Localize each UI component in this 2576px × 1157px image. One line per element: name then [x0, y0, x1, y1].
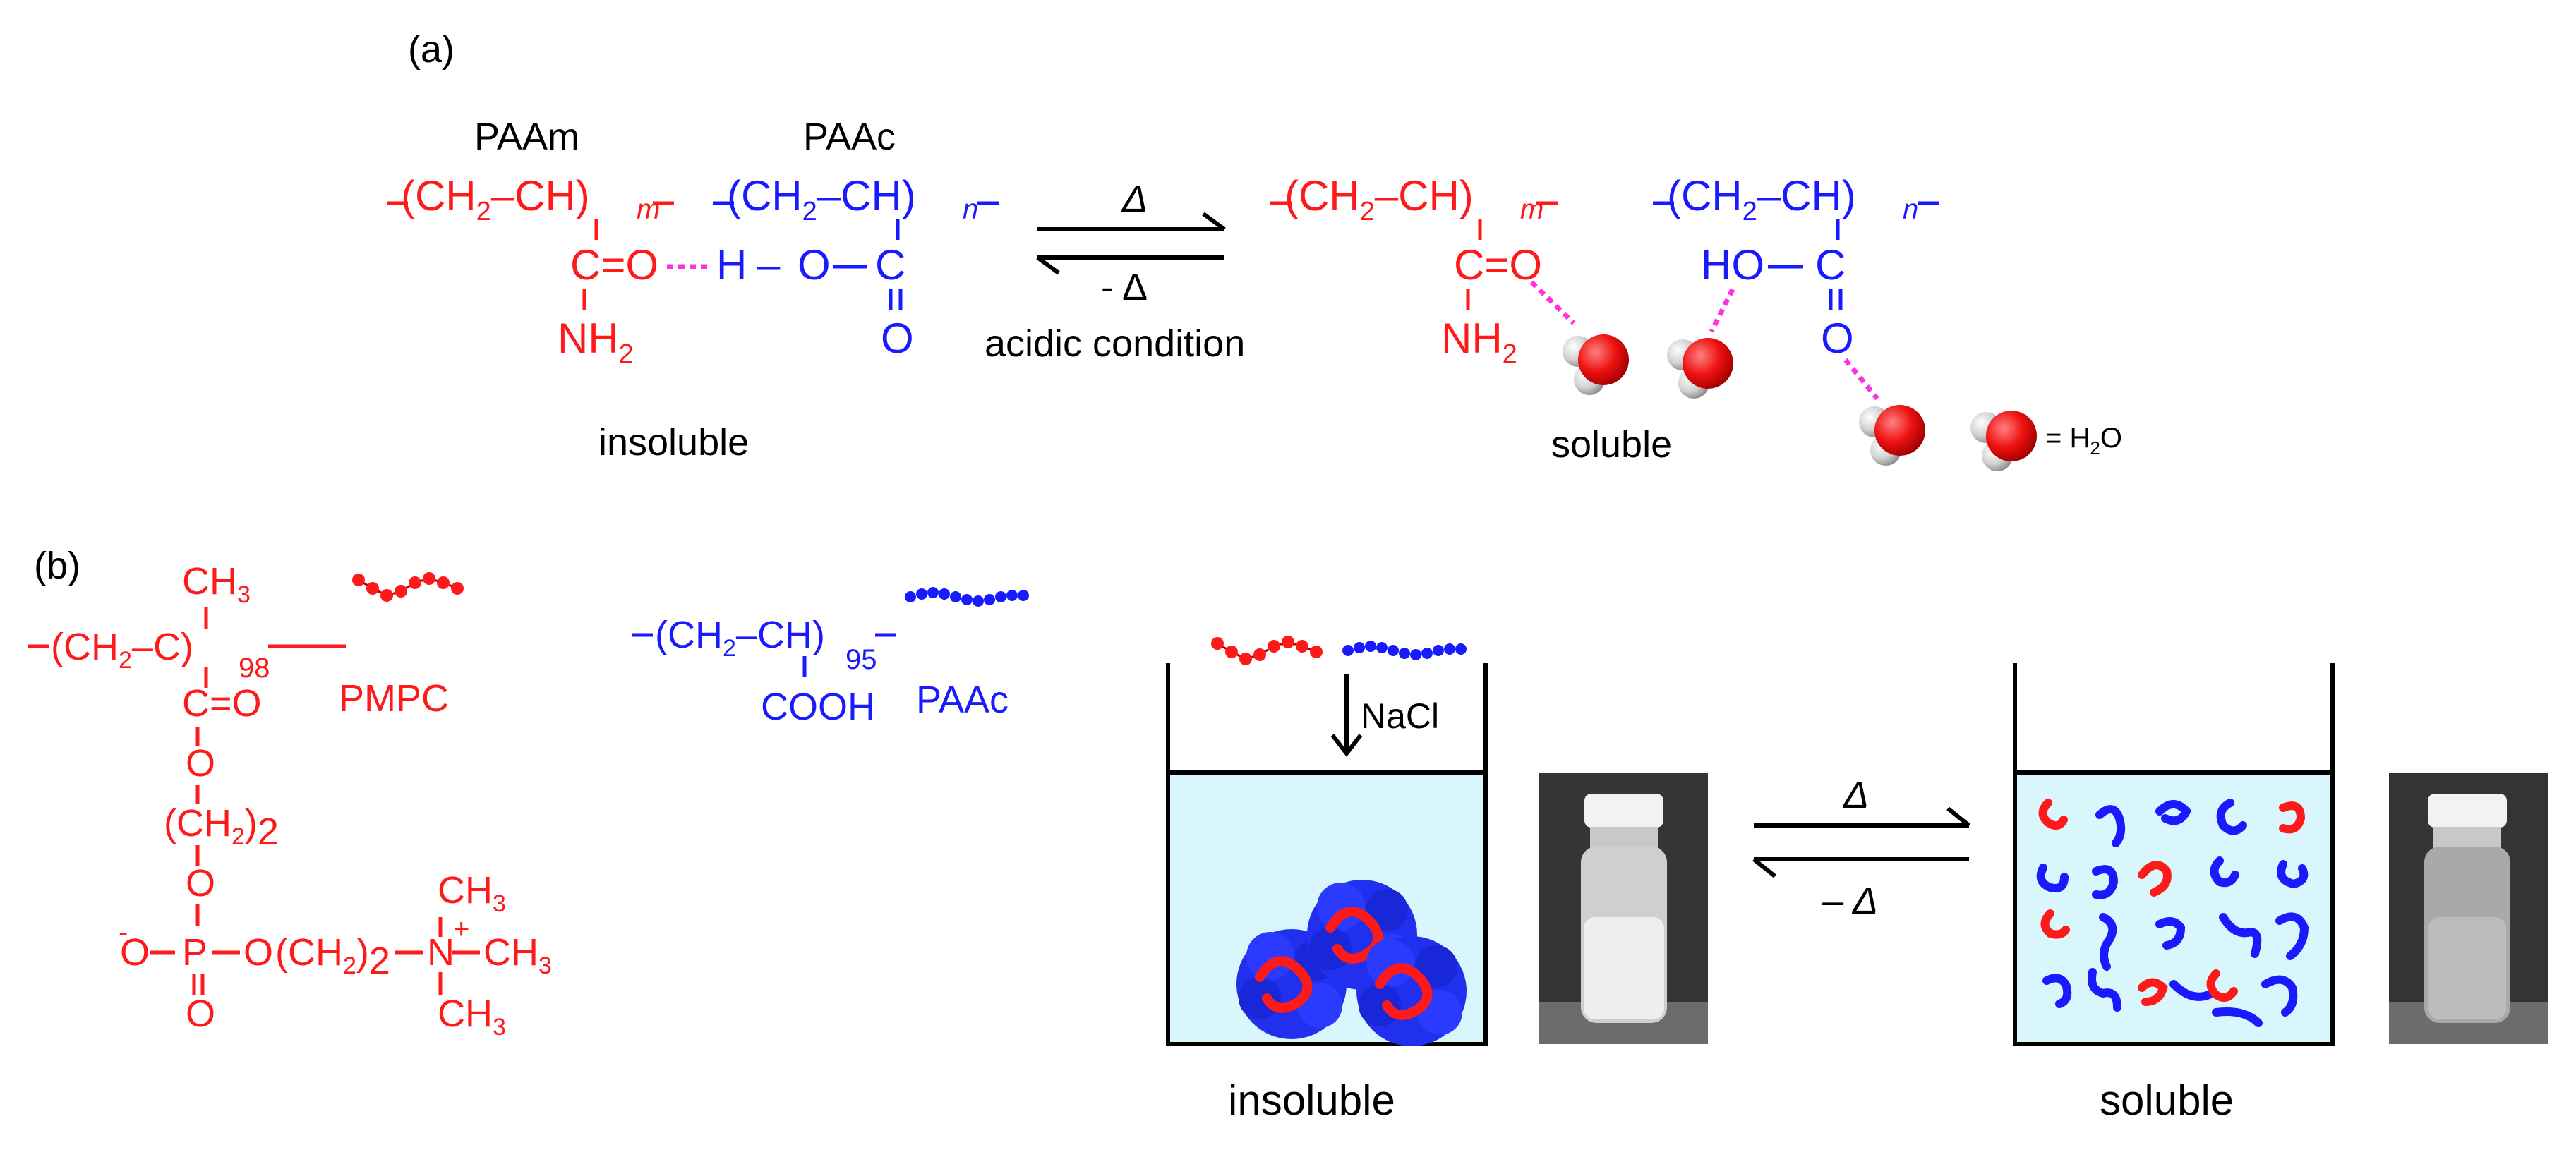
svg-text:n: n	[1903, 194, 1918, 225]
pmpc-structure: CH3 (CH2–C) 98 C=O O (CH2)2 O O - P O O …	[28, 560, 552, 1041]
paac-chain-falling	[1342, 641, 1467, 660]
svg-text:O: O	[881, 315, 914, 362]
svg-text:(CH2)2: (CH2)2	[164, 802, 279, 853]
state-insoluble-a: insoluble	[598, 421, 749, 464]
svg-text:+: +	[453, 914, 469, 945]
paam-structure-right: (CH2–CH) m C=O NH2	[1270, 172, 1558, 369]
hydrogen-bond-water-3	[1843, 358, 1879, 401]
svg-text:O: O	[243, 931, 273, 974]
panel-b-label: (b)	[34, 545, 80, 587]
state-soluble-b: soluble	[2100, 1077, 2234, 1124]
svg-text:CH3: CH3	[483, 931, 552, 979]
svg-text:C: C	[875, 241, 905, 289]
water-molecule	[1859, 405, 1925, 466]
svg-text:n: n	[963, 194, 978, 225]
svg-text:C: C	[1815, 241, 1846, 289]
svg-text:CH3: CH3	[438, 993, 506, 1041]
paam-label: PAAm	[474, 116, 579, 158]
svg-text:m: m	[637, 194, 660, 225]
svg-text:O: O	[798, 241, 831, 289]
svg-text:m: m	[1520, 194, 1543, 225]
equilibrium-arrows-b	[1752, 806, 1970, 878]
svg-text:O: O	[1821, 315, 1854, 362]
paac-chain-icon	[905, 587, 1029, 607]
hydrogen-bond-water-1	[1529, 280, 1576, 325]
polymer-aggregate	[1356, 936, 1467, 1046]
svg-text:C=O: C=O	[1454, 241, 1542, 289]
svg-text:(CH2–CH): (CH2–CH)	[401, 172, 590, 226]
paac-label-b: PAAc	[916, 679, 1009, 721]
svg-text:C=O: C=O	[182, 682, 262, 725]
svg-text:O: O	[120, 931, 150, 974]
svg-text:NH2: NH2	[1441, 315, 1517, 369]
salt-label: NaCl	[1361, 696, 1439, 736]
svg-text:O: O	[186, 862, 215, 904]
water-molecule	[1563, 334, 1629, 395]
svg-text:(CH2–C): (CH2–C)	[51, 626, 193, 674]
state-soluble-a: soluble	[1551, 423, 1672, 466]
svg-text:COOH: COOH	[761, 686, 875, 728]
paac-label: PAAc	[803, 116, 896, 158]
svg-text:(CH2–CH): (CH2–CH)	[1667, 172, 1856, 226]
vial-photo-insoluble	[1539, 773, 1708, 1044]
pmpc-chain-falling	[1210, 634, 1324, 667]
beaker-insoluble: NaCl	[1166, 634, 1488, 1046]
vial-photo-soluble	[2389, 773, 2548, 1044]
water-legend-label: = H2O	[2045, 423, 2122, 459]
svg-text:95: 95	[845, 644, 877, 675]
svg-text:(CH2–CH): (CH2–CH)	[1284, 172, 1474, 226]
svg-text:O: O	[186, 993, 215, 1035]
paam-structure-left: (CH2–CH) m C=O NH2	[387, 172, 674, 369]
svg-text:(CH2–CH): (CH2–CH)	[727, 172, 916, 226]
svg-text:(CH2)2: (CH2)2	[275, 931, 390, 982]
heat-forward-label-b: Δ	[1842, 774, 1869, 816]
panel-a-label: (a)	[408, 28, 455, 71]
acidic-condition-label: acidic condition	[985, 322, 1245, 365]
svg-text:H: H	[716, 241, 747, 289]
svg-text:NH2: NH2	[558, 315, 634, 369]
pmpc-label: PMPC	[339, 677, 449, 720]
heat-forward-label-a: Δ	[1121, 178, 1148, 220]
state-insoluble-b: insoluble	[1228, 1077, 1395, 1124]
svg-text:-: -	[119, 917, 128, 948]
equilibrium-arrows-a	[1036, 212, 1226, 275]
hydrogen-bond-water-2	[1709, 288, 1735, 333]
svg-text:O: O	[186, 742, 215, 785]
heat-reverse-label-a: - Δ	[1101, 266, 1148, 308]
beaker-soluble	[2013, 663, 2335, 1046]
svg-text:CH3: CH3	[438, 869, 506, 917]
paac-structure-right: (CH2–CH) n HO C O	[1653, 172, 1939, 362]
heat-reverse-label-b: – Δ	[1822, 880, 1878, 922]
svg-text:98: 98	[239, 653, 270, 684]
paac-structure-left: (CH2–CH) n H – O C O	[713, 172, 999, 362]
svg-text:P: P	[182, 931, 207, 974]
svg-text:C=O: C=O	[570, 241, 658, 289]
svg-text:HO: HO	[1701, 241, 1764, 289]
water-molecule	[1667, 338, 1733, 399]
pmpc-chain-icon	[351, 571, 465, 603]
paac-structure-b: (CH2–CH) 95 COOH	[632, 614, 896, 728]
svg-text:–: –	[757, 241, 781, 289]
svg-text:N: N	[427, 931, 455, 974]
svg-text:(CH2–CH): (CH2–CH)	[655, 614, 825, 662]
dissolved-chains	[2036, 799, 2309, 1027]
water-molecule-legend	[1970, 411, 2037, 471]
svg-text:CH3: CH3	[182, 560, 251, 608]
